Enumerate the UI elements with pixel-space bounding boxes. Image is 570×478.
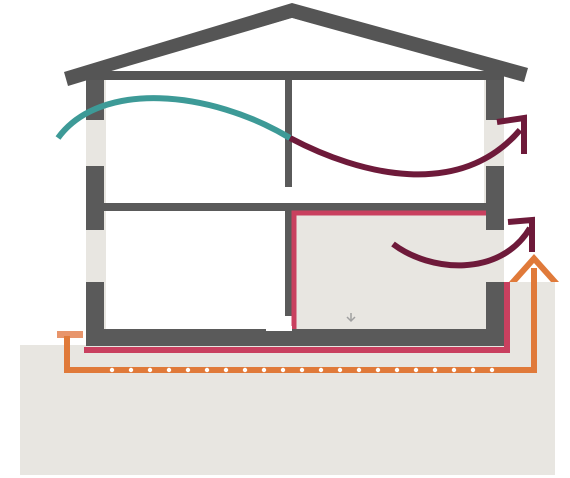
fresh-air-arrow xyxy=(55,95,292,141)
ground-step xyxy=(505,282,555,352)
down-arrow-icon xyxy=(346,313,356,323)
left-wall-segment xyxy=(86,282,104,342)
exhaust-arrowhead xyxy=(496,114,527,154)
exhaust-air-arrow xyxy=(391,226,533,269)
roof-inner xyxy=(108,18,476,72)
perforation-dots xyxy=(109,367,495,373)
right-wall-segment xyxy=(486,80,504,120)
radon-barrier-base xyxy=(84,282,510,353)
exhaust-arrowhead xyxy=(507,216,535,252)
lower-partition xyxy=(285,211,292,316)
attic-floor xyxy=(86,71,504,80)
middle-floor xyxy=(104,203,486,211)
basement-room xyxy=(294,213,484,329)
vent-cap xyxy=(57,331,83,338)
exhaust-air-arrow xyxy=(288,128,523,178)
radon-barrier xyxy=(291,210,486,330)
upward-duct-arrow xyxy=(509,254,559,282)
left-wall-segment xyxy=(86,166,104,230)
roof-outer xyxy=(64,3,528,86)
right-wall-segment xyxy=(486,282,504,342)
foundation-slab xyxy=(86,329,504,346)
right-wall-segment xyxy=(486,166,504,230)
slab-gap xyxy=(266,326,292,331)
upper-partition xyxy=(285,80,292,187)
ground xyxy=(20,345,555,475)
